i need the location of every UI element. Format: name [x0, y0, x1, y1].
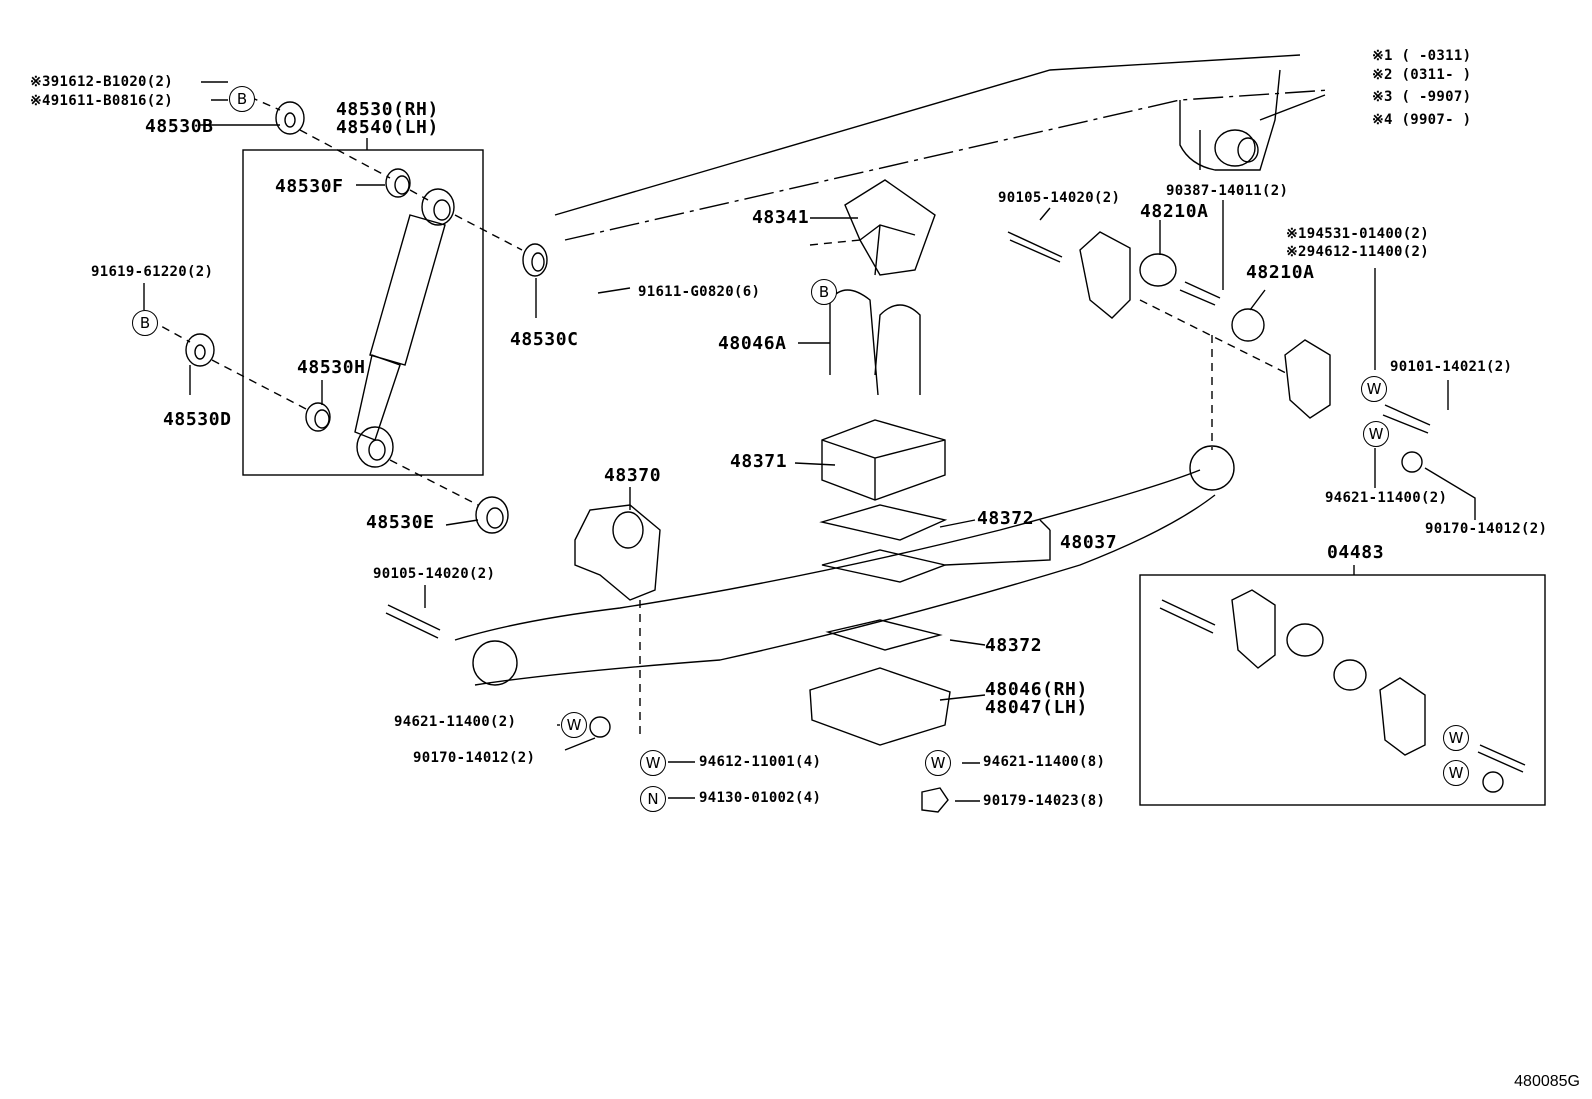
- shackle-kit-box: [1139, 574, 1546, 806]
- part-label-48037: 48037: [1060, 532, 1118, 553]
- part-label-94531: ※194531-01400(2): [1286, 226, 1429, 242]
- part-label-94621-b: 94621-11400(2): [394, 714, 517, 730]
- part-label-94130: 94130-01002(4): [699, 790, 822, 806]
- symbol-n-icon: N: [640, 786, 666, 812]
- legend-note-4: ※4 (9907- ): [1372, 112, 1472, 128]
- legend-note-1: ※1 ( -0311): [1372, 48, 1472, 64]
- spring-bumper: [844, 179, 936, 276]
- symbol-b-icon: B: [811, 279, 837, 305]
- part-label-48372-a: 48372: [977, 508, 1035, 529]
- leader-lines: [143, 81, 1476, 802]
- part-label-90179: 90179-14023(8): [983, 793, 1106, 809]
- part-label-48371: 48371: [730, 451, 788, 472]
- symbol-w-icon: W: [1361, 376, 1387, 402]
- symbol-w-icon: W: [561, 712, 587, 738]
- bolt-lower-left: [385, 604, 611, 738]
- symbol-w-icon: W: [1443, 725, 1469, 751]
- spring-pads: [819, 504, 948, 651]
- nut-icon: [921, 787, 949, 813]
- part-label-48530F: 48530F: [275, 176, 344, 197]
- part-label-48372-b: 48372: [985, 635, 1043, 656]
- part-label-90105-b: 90105-14020(2): [373, 566, 496, 582]
- spring-plate: [821, 419, 946, 501]
- part-label-48540-lh: 48540(LH): [336, 117, 439, 138]
- part-label-90101: 90101-14021(2): [1390, 359, 1513, 375]
- symbol-b-icon: B: [229, 86, 255, 112]
- symbol-b-icon: B: [132, 310, 158, 336]
- drawing-code: 480085G: [1514, 1073, 1580, 1090]
- part-label-48210A-a: 48210A: [1140, 201, 1209, 222]
- part-label-91612: ※391612-B1020(2): [30, 74, 173, 90]
- part-label-91611: ※491611-B0816(2): [30, 93, 173, 109]
- part-label-04483: 04483: [1327, 542, 1385, 563]
- shock-absorber: [354, 188, 455, 468]
- part-label-91611-g0820: 91611-G0820(6): [638, 284, 761, 300]
- legend-note-3: ※3 ( -9907): [1372, 89, 1472, 105]
- u-bolts: [829, 289, 921, 396]
- part-label-90170-b: 90170-14012(2): [413, 750, 536, 766]
- shock-bracket: [574, 504, 661, 601]
- part-label-48530H: 48530H: [297, 357, 366, 378]
- part-label-48530D: 48530D: [163, 409, 232, 430]
- part-label-90387: 90387-14011(2): [1166, 183, 1289, 199]
- part-label-48370: 48370: [604, 465, 662, 486]
- part-label-48530C: 48530C: [510, 329, 579, 350]
- spring-seat: [809, 667, 951, 746]
- leaf-spring: [454, 445, 1235, 686]
- legend-note-2: ※2 (0311- ): [1372, 67, 1472, 83]
- part-label-94621-a: 94621-11400(2): [1325, 490, 1448, 506]
- part-label-48047-lh: 48047(LH): [985, 697, 1088, 718]
- part-label-90105-a: 90105-14020(2): [998, 190, 1121, 206]
- part-label-48530B: 48530B: [145, 116, 214, 137]
- part-label-90170-a: 90170-14012(2): [1425, 521, 1548, 537]
- part-label-94612-b: 94612-11001(4): [699, 754, 822, 770]
- shackle-upper: [1007, 231, 1431, 473]
- shackle-kit: [1159, 589, 1526, 793]
- part-label-48530-rh: 48530(RH): [336, 99, 439, 120]
- symbol-w-icon: W: [640, 750, 666, 776]
- symbol-w-icon: W: [1363, 421, 1389, 447]
- part-label-94621-c: 94621-11400(8): [983, 754, 1106, 770]
- bushings: [185, 101, 548, 534]
- symbol-w-icon: W: [1443, 760, 1469, 786]
- shock-absorber-box: [242, 149, 484, 476]
- part-label-48046A: 48046A: [718, 333, 787, 354]
- part-label-48046-rh: 48046(RH): [985, 679, 1088, 700]
- part-label-48210A-b: 48210A: [1246, 262, 1315, 283]
- part-label-91619: 91619-61220(2): [91, 264, 214, 280]
- leader-dashes: [149, 96, 1291, 735]
- part-label-48341: 48341: [752, 207, 810, 228]
- part-label-48530E: 48530E: [366, 512, 435, 533]
- part-label-94612-a: ※294612-11400(2): [1286, 244, 1429, 260]
- symbol-w-icon: W: [925, 750, 951, 776]
- frame-rail: [554, 54, 1331, 241]
